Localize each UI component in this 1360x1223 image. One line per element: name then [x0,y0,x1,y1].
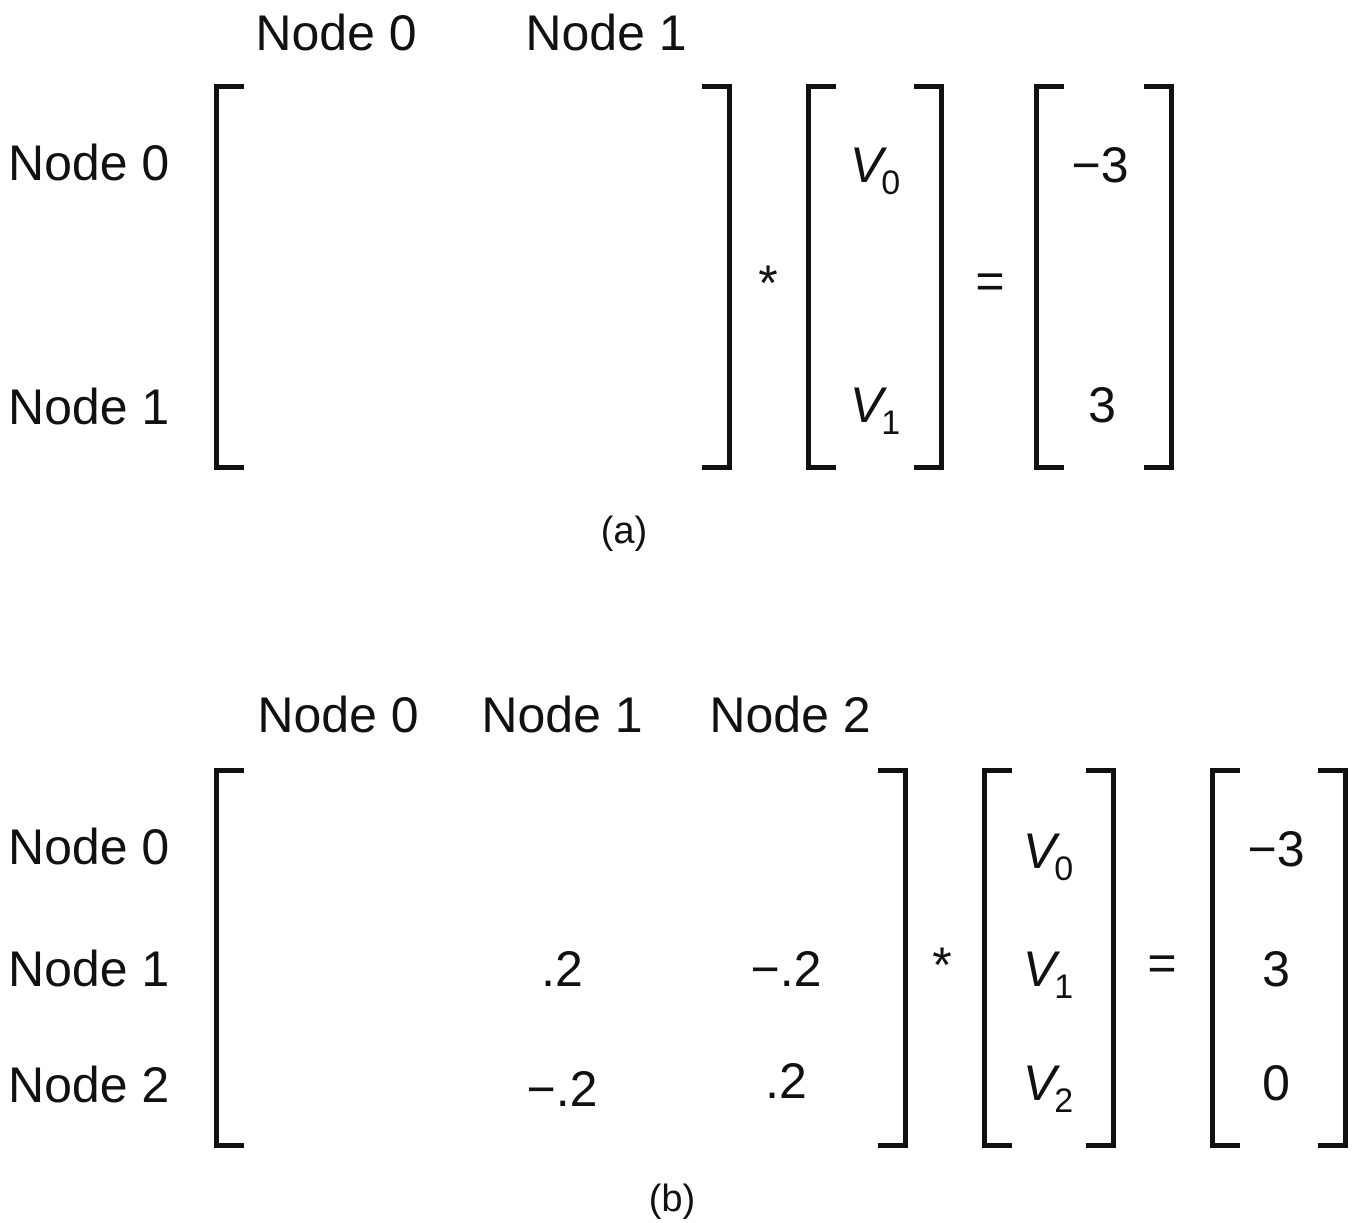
caption: (b) [648,1178,696,1220]
equals-sign: = [1147,935,1177,991]
equals-sign: = [975,253,1005,309]
vector-entry: V0 [1022,823,1074,888]
vector-right-bracket [914,84,944,470]
vector-entry: V2 [1022,1055,1074,1120]
vector-entry: V1 [849,377,901,442]
vector-left-bracket [806,84,836,470]
row-label: Node 1 [8,941,170,997]
col-header: Node 2 [709,687,871,743]
col-header: Node 0 [257,687,419,743]
matrix-cell: −.2 [526,1061,598,1117]
vector-entry: V0 [849,137,901,202]
matrix-cell: .2 [765,1053,807,1109]
matrix-left-bracket [214,768,244,1148]
rhs-left-bracket [1210,768,1240,1148]
vector-right-bracket [1086,768,1116,1148]
caption: (a) [600,510,648,552]
rhs-entry: 3 [1088,377,1116,433]
rhs-right-bracket [1318,768,1348,1148]
row-label: Node 1 [8,379,170,435]
rhs-entry: −3 [1247,821,1305,877]
rhs-entry: 0 [1262,1055,1290,1111]
matrix-cell: .2 [541,941,583,997]
matrix-right-bracket [702,84,732,470]
rhs-entry: −3 [1071,137,1129,193]
matrix-cell: −.2 [750,941,822,997]
rhs-entry: 3 [1262,941,1290,997]
matrix-right-bracket [878,768,908,1148]
row-label: Node 2 [8,1057,170,1113]
rhs-left-bracket [1034,84,1064,470]
row-label: Node 0 [8,819,170,875]
row-label: Node 0 [8,135,170,191]
vector-entry: V1 [1022,941,1074,1006]
col-header: Node 1 [481,687,643,743]
multiply-sign: * [932,937,952,993]
col-header: Node 0 [255,5,417,61]
vector-left-bracket [982,768,1012,1148]
multiply-sign: * [758,255,778,311]
col-header: Node 1 [525,5,687,61]
rhs-right-bracket [1144,84,1174,470]
matrix-left-bracket [214,84,244,470]
